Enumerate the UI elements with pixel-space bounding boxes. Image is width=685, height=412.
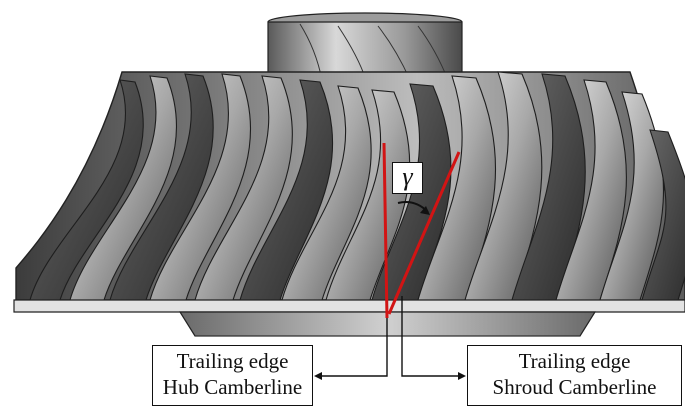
hub-leader (318, 318, 388, 377)
camberline-lines (382, 142, 461, 319)
shroud-callout-line2: Shroud Camberline (492, 375, 657, 399)
hub-camberline (382, 142, 389, 319)
hub-leader-arrowhead (314, 372, 322, 380)
inducer-shaft (267, 12, 463, 81)
shroud-leader-arrowhead (458, 372, 466, 380)
hub-camberline-callout: Trailing edge Hub Camberline (152, 345, 313, 406)
gamma-symbol: γ (402, 162, 413, 191)
angle-arrow (397, 201, 430, 215)
hub-callout-line2: Hub Camberline (162, 375, 303, 399)
hub-callout-line1: Trailing edge (176, 349, 289, 373)
impeller-blades (29, 71, 685, 301)
shroud-leader (401, 296, 462, 377)
shroud-camberline (387, 151, 461, 315)
hub-disk (13, 299, 685, 337)
shroud-camberline-callout: Trailing edge Shroud Camberline (467, 345, 682, 406)
shroud-callout-line1: Trailing edge (518, 349, 631, 373)
gamma-angle-label: γ (392, 162, 423, 194)
callout-leaders (314, 296, 466, 380)
